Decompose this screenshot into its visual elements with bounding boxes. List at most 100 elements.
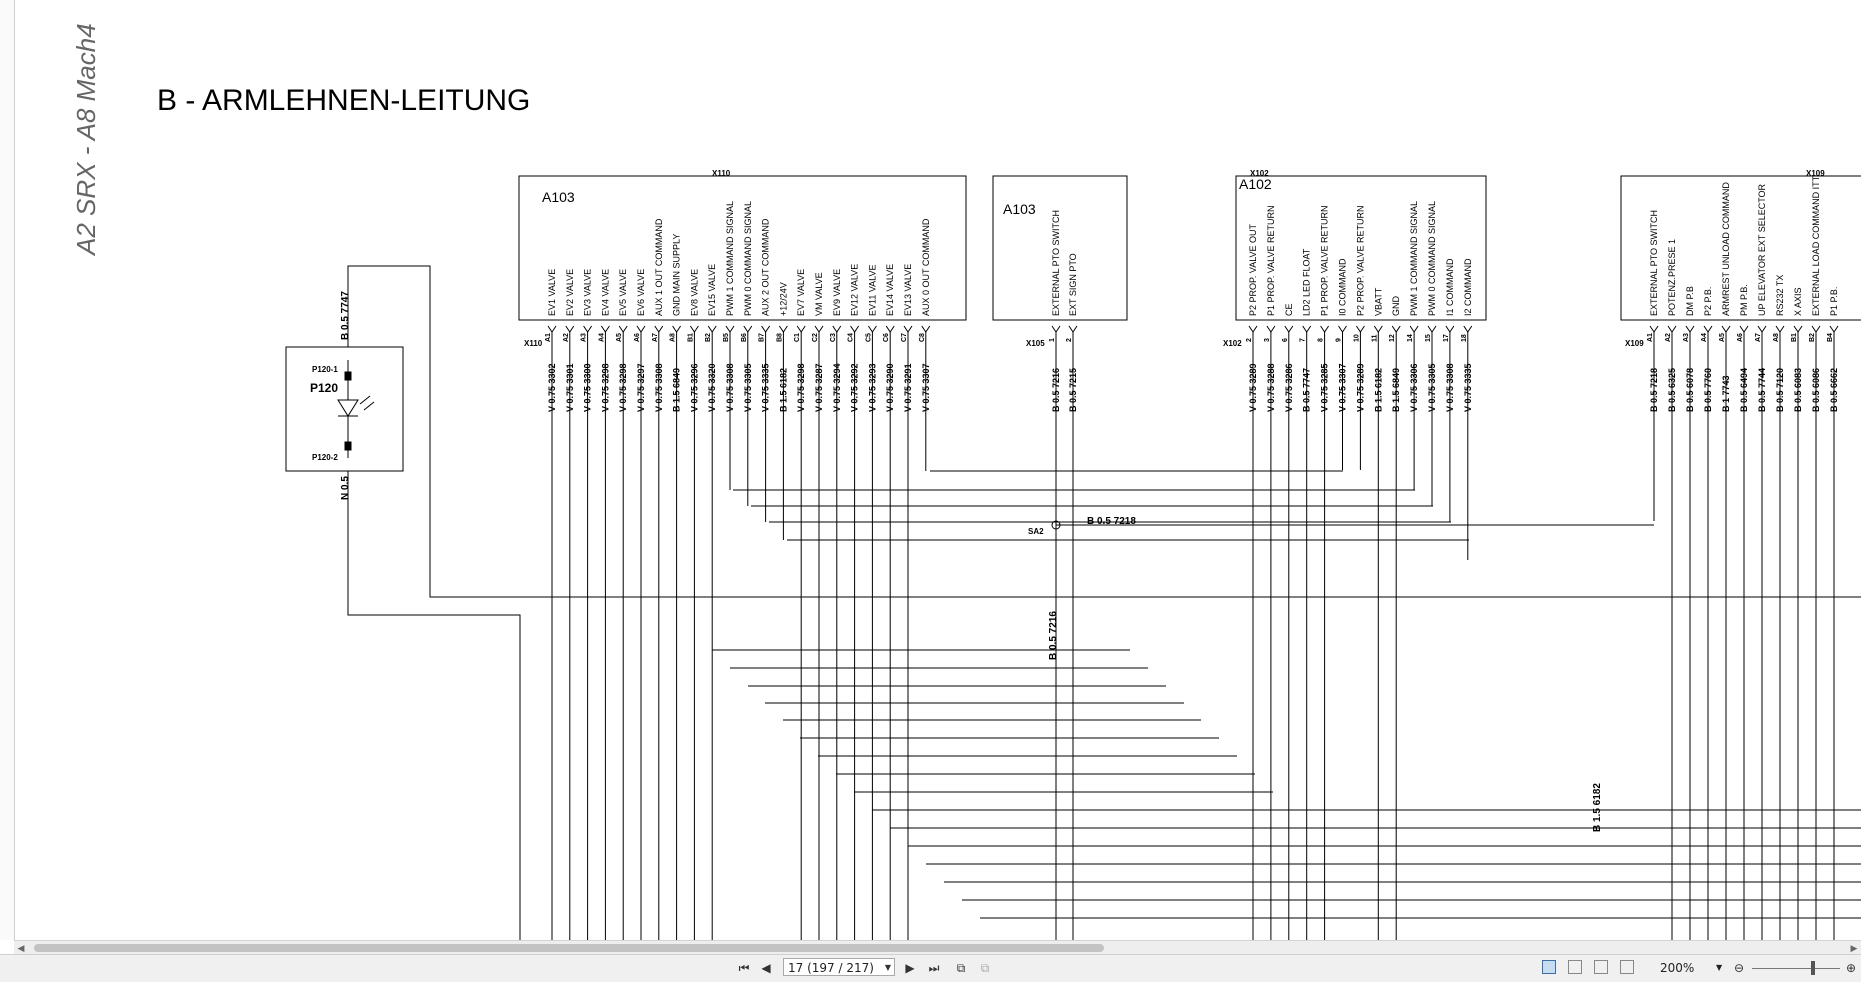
block1-signal-label: EV7 VALVE xyxy=(796,269,806,316)
two-page-continuous-view-icon[interactable] xyxy=(1620,960,1634,974)
block4-signal-label: PM P.B. xyxy=(1739,284,1749,316)
two-page-view-icon[interactable] xyxy=(1594,960,1608,974)
page-view-alt-icon[interactable]: ⧉ xyxy=(980,961,990,975)
block1-pin-label: A8 xyxy=(670,333,677,342)
block4-pin-label: A8 xyxy=(1773,333,1780,342)
block3-pin-label: 8 xyxy=(1318,338,1325,342)
block2-signal-label: EXTERNAL PTO SWITCH xyxy=(1051,210,1061,316)
block1-signal-label: PWM 0 COMMAND SIGNAL xyxy=(743,201,753,316)
block3-pin-label: 12 xyxy=(1389,334,1396,342)
block1-pin-label: A7 xyxy=(652,333,659,342)
side-title: A2 SRX - A8 Mach4 xyxy=(71,23,101,257)
p120-bottom-wire: N 0.5 xyxy=(340,476,351,500)
block1-signal-label: VM VALVE xyxy=(814,272,824,316)
page-number-input[interactable]: 17 (197 / 217) ▼ xyxy=(783,958,895,976)
block1-signal-label: EV3 VALVE xyxy=(583,269,593,316)
block4-pin-label: A7 xyxy=(1755,333,1762,342)
block1-pin-socket xyxy=(743,325,753,333)
zoom-slider[interactable] xyxy=(1752,968,1840,969)
block1-pin-label: B6 xyxy=(741,333,748,342)
block1-pin-label: B7 xyxy=(759,333,766,342)
horizontal-scrollbar[interactable]: ◀ ▶ xyxy=(14,940,1861,955)
block1-signal-label: EV15 VALVE xyxy=(707,264,717,316)
zoom-level[interactable]: 200% xyxy=(1660,961,1695,975)
p120-box xyxy=(285,346,404,472)
block1-signal-label: EV12 VALVE xyxy=(850,264,860,316)
block4-pin-socket xyxy=(1739,325,1749,333)
block4-pin-label: A5 xyxy=(1719,333,1726,342)
block1-pin-label: C1 xyxy=(794,333,801,342)
block1-pin-socket xyxy=(796,325,806,333)
block3-connector: X102 xyxy=(1223,339,1242,348)
block3-signal-label: VBATT xyxy=(1373,287,1383,316)
block3-pin-socket xyxy=(1338,325,1347,333)
block1-pin-socket xyxy=(583,325,593,333)
single-page-view-icon[interactable] xyxy=(1542,960,1556,974)
zoom-dropdown-icon[interactable]: ▼ xyxy=(1716,963,1723,972)
block1-pin-socket xyxy=(725,325,735,333)
block1-signal-label: EV2 VALVE xyxy=(565,269,575,316)
next-page-icon[interactable]: ▶ xyxy=(905,961,915,975)
block3-signal-label: P2 PROP. VALVE RETURN xyxy=(1355,205,1365,316)
block3-pin-label: 6 xyxy=(1282,338,1289,342)
block1-signal-label: AUX 0 OUT COMMAND xyxy=(921,218,931,316)
zoom-in-icon[interactable]: ⊕ xyxy=(1845,961,1857,975)
block3-pin-socket xyxy=(1427,325,1437,333)
block1-pin-socket xyxy=(689,325,699,333)
page-number-value: 17 (197 / 217) xyxy=(788,961,874,975)
first-page-icon[interactable]: ⏮ xyxy=(738,961,750,975)
block4-signal-label: ARMREST UNLOAD COMMAND xyxy=(1721,182,1731,316)
block1-pin-socket xyxy=(618,325,628,333)
block1-pin-label: C4 xyxy=(848,333,855,342)
splice-down-wire-label: B 0.5 7216 xyxy=(1048,611,1059,660)
block1-pin-socket xyxy=(832,325,842,333)
x109-block-frame xyxy=(1620,175,1861,321)
block4-signal-label: DM P.B xyxy=(1685,286,1695,316)
block1-pin-label: B8 xyxy=(776,333,783,342)
block4-connector-top: X109 xyxy=(1806,169,1825,178)
block3-pin-label: 10 xyxy=(1353,334,1360,342)
continuous-view-icon[interactable] xyxy=(1568,960,1582,974)
left-panel-edge[interactable] xyxy=(0,0,15,940)
page-view-icon[interactable]: ⧉ xyxy=(956,961,966,975)
block1-signal-label: AUX 2 OUT COMMAND xyxy=(761,218,771,316)
block3-pin-label: 15 xyxy=(1425,334,1432,342)
block1-pin-label: C3 xyxy=(830,333,837,342)
block4-pin-label: B4 xyxy=(1827,333,1834,342)
block4-pin-socket xyxy=(1775,325,1785,333)
scroll-right-icon[interactable]: ▶ xyxy=(1850,943,1858,953)
block1-pin-label: A3 xyxy=(581,333,588,342)
block1-pin-label: C8 xyxy=(919,333,926,342)
block1-pin-socket xyxy=(636,325,646,333)
chevron-down-icon[interactable]: ▼ xyxy=(884,963,891,972)
p120-pin2-label: P120-2 xyxy=(312,453,338,462)
zoom-slider-thumb[interactable] xyxy=(1811,961,1815,975)
scroll-thumb[interactable] xyxy=(34,944,1104,952)
block3-connector-top: X102 xyxy=(1250,169,1269,178)
last-page-icon[interactable]: ⏭ xyxy=(928,961,940,975)
block3-signal-label: CE xyxy=(1284,303,1294,316)
block4-signal-label: UP ELEVATOR EXT SELECTOR xyxy=(1757,183,1767,316)
splice-label: SA2 xyxy=(1028,527,1044,536)
block4-signal-label: P2 P.B. xyxy=(1703,287,1713,316)
block4-pin-socket xyxy=(1685,325,1695,333)
prev-page-icon[interactable]: ◀ xyxy=(761,961,771,975)
block4-signal-label: EXTERNAL PTO SWITCH xyxy=(1649,210,1659,316)
zoom-out-icon[interactable]: ⊖ xyxy=(1733,961,1745,975)
block1-pin-label: C7 xyxy=(901,333,908,342)
block1-pin-socket xyxy=(885,325,895,333)
block1-signal-label: EV8 VALVE xyxy=(689,269,699,316)
block4-signal-label: EXTERNAL LOAD COMMAND ITT xyxy=(1811,175,1821,316)
block1-pin-socket xyxy=(707,325,717,333)
block1-pin-socket xyxy=(921,325,931,333)
block3-pin-socket xyxy=(1409,325,1419,333)
block1-signal-label: AUX 1 OUT COMMAND xyxy=(654,218,664,316)
scroll-left-icon[interactable]: ◀ xyxy=(17,943,25,953)
block2-name: A103 xyxy=(1003,201,1036,217)
p120-pin1-label: P120-1 xyxy=(312,365,338,374)
block4-connector: X109 xyxy=(1625,339,1644,348)
block4-pin-label: A3 xyxy=(1683,333,1690,342)
block1-pin-label: C2 xyxy=(812,333,819,342)
block1-pin-socket xyxy=(778,325,788,333)
